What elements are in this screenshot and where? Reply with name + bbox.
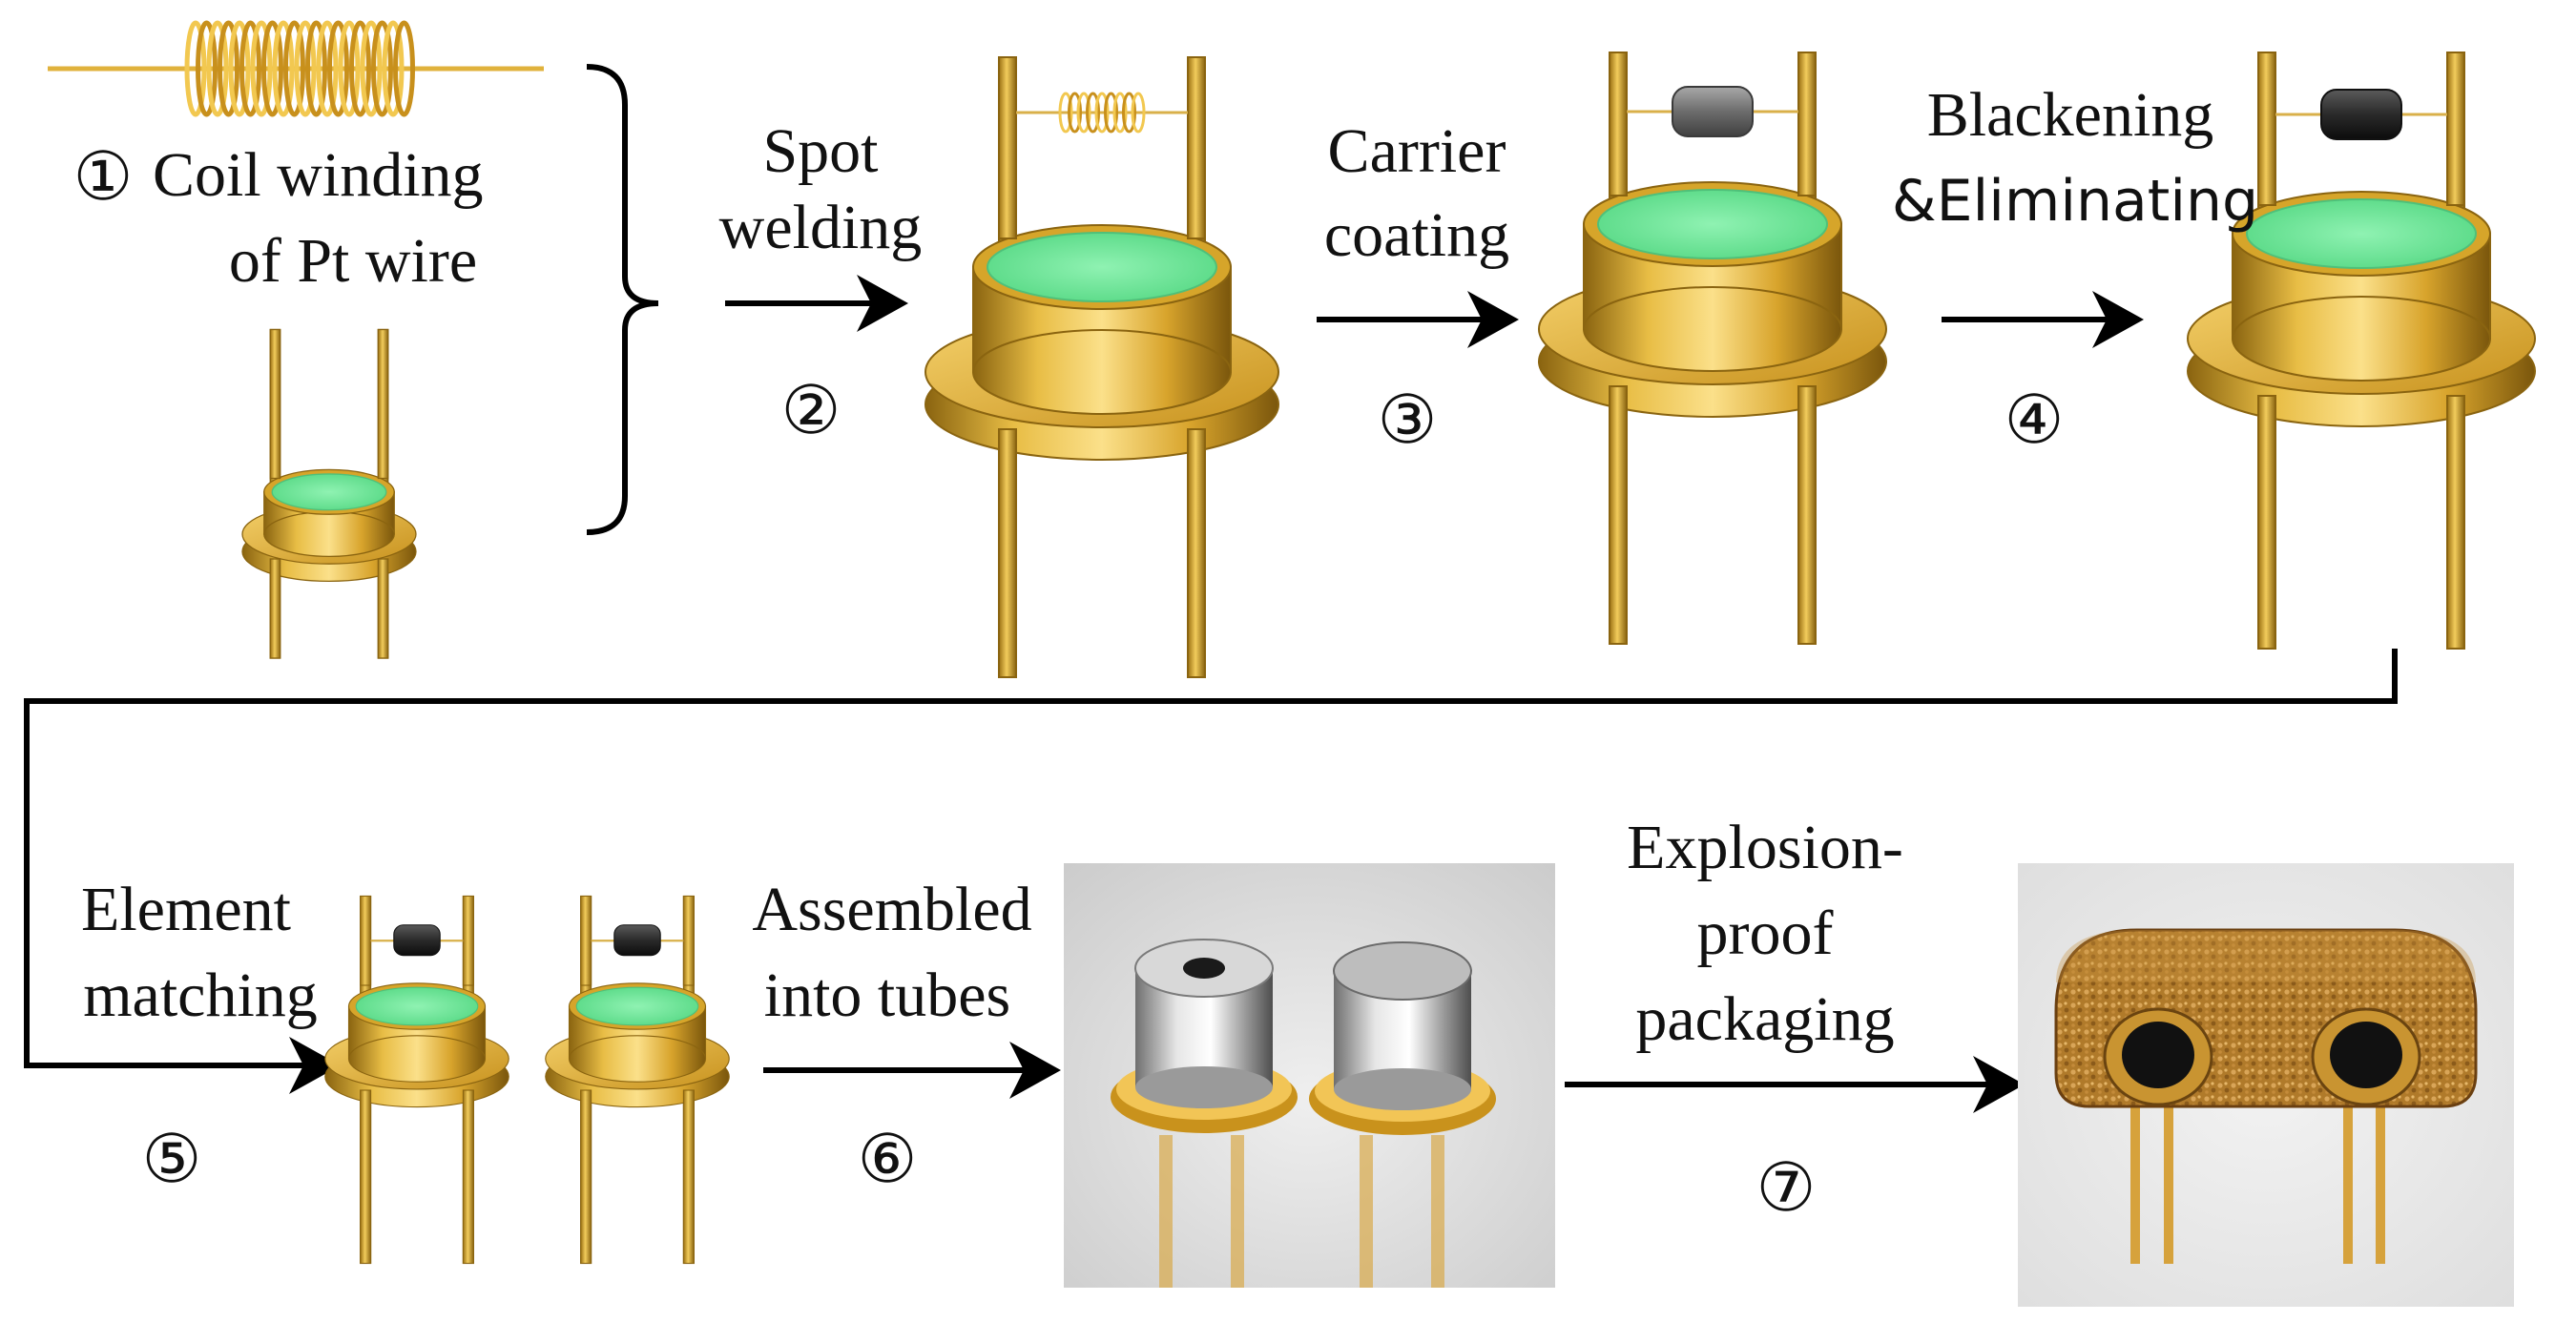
explosion-proof-package-photo — [2018, 863, 2514, 1307]
coil-loop — [316, 20, 339, 117]
sensor-element-step2 — [924, 56, 1279, 678]
step-4-label-line2: &Eliminating — [1891, 168, 2259, 235]
coil-loop — [218, 20, 239, 117]
small-coil-loop — [1131, 92, 1146, 134]
step-6-label-line2: into tubes — [763, 961, 1011, 1030]
step-5-label-line1: Element — [81, 875, 291, 944]
sensor-element-matched-b — [545, 895, 730, 1265]
coil-loop — [382, 20, 405, 117]
step-5-number: ⑤ — [141, 1120, 202, 1198]
step-7-label-line1: Explosion- — [1627, 813, 1903, 882]
sensor-element-matched-a — [324, 895, 509, 1265]
coil-loop — [338, 20, 361, 117]
step-4-label-line1: Blackening — [1926, 80, 2214, 150]
metal-tube-photo — [1064, 863, 1555, 1288]
step-1-label-line1: Coil winding — [153, 140, 484, 210]
coil-loop — [261, 20, 283, 117]
small-coil-loop — [1122, 92, 1136, 134]
step-3-number: ③ — [1377, 381, 1438, 459]
small-coil-loop — [1094, 92, 1110, 134]
small-coil-loop — [1086, 92, 1100, 134]
step-1-number: ① — [73, 137, 134, 216]
step-2-number: ② — [780, 371, 841, 449]
coil-loop — [206, 20, 229, 117]
step-7-number: ⑦ — [1755, 1148, 1817, 1227]
small-coil-loop — [1112, 92, 1128, 134]
coil-loop — [239, 20, 261, 117]
step-5-label-line2: matching — [83, 961, 318, 1030]
small-coil-loop — [1068, 92, 1082, 134]
coil-loop — [393, 20, 415, 117]
sensor-element-step4 — [2187, 52, 2536, 650]
step-1-label-line2: of Pt wire — [228, 226, 478, 296]
coil-loop — [371, 20, 393, 117]
step-2-label-line2: welding — [718, 193, 923, 262]
coil-loop — [327, 20, 349, 117]
coil-loop — [196, 20, 218, 117]
coil-loop — [250, 20, 273, 117]
grouping-bracket — [586, 64, 659, 535]
step-6-number: ⑥ — [857, 1120, 918, 1198]
flow-connector — [24, 649, 2398, 1094]
coil-loop — [272, 20, 295, 117]
coil-loop — [184, 20, 207, 117]
coil-loop — [305, 20, 327, 117]
step-3-label-line2: coating — [1323, 200, 1510, 270]
small-coil-loop — [1058, 92, 1073, 134]
step-4-number: ④ — [2004, 381, 2065, 459]
small-coil-loop — [1076, 92, 1091, 134]
coil-loop — [228, 20, 251, 117]
step-7-label-line3: packaging — [1635, 984, 1895, 1054]
coil-loop — [283, 20, 305, 117]
sensor-base-small — [241, 328, 417, 659]
step-2-label-line1: Spot — [762, 116, 879, 186]
coil-loop — [349, 20, 371, 117]
sensor-element-step3 — [1538, 52, 1887, 645]
small-coil-loop — [1104, 92, 1118, 134]
step-6-label-line1: Assembled — [752, 875, 1032, 944]
step-7-label-line2: proof — [1696, 899, 1834, 968]
coil-icon — [48, 20, 544, 117]
coil-loop — [294, 20, 317, 117]
step-3-label-line1: Carrier — [1327, 116, 1506, 186]
coil-loop — [360, 20, 383, 117]
